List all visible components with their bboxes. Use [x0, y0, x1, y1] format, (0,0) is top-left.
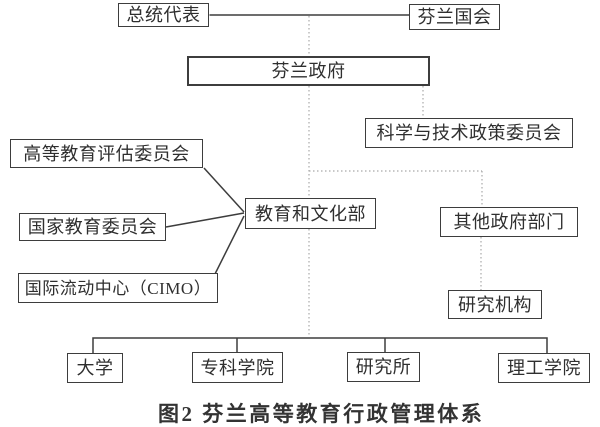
figure-caption: 图2 芬兰高等教育行政管理体系: [158, 402, 485, 426]
node-label: 研究所: [355, 357, 412, 377]
edge-bottom-tree: [92, 337, 548, 353]
node-higher-education-evaluation-committee: 高等教育评估委员会: [10, 139, 203, 168]
node-label: 理工学院: [507, 358, 581, 378]
node-label: 总统代表: [126, 5, 201, 25]
node-international-mobility-center-cimo: 国际流动中心（CIMO）: [18, 273, 218, 303]
node-science-technology-policy-committee: 科学与技术政策委员会: [365, 118, 573, 148]
node-label: 其他政府部门: [453, 212, 565, 232]
node-polytechnic-colleges: 专科学院: [192, 352, 283, 383]
node-label: 研究机构: [458, 294, 532, 315]
node-label: 国际流动中心（CIMO）: [24, 278, 212, 298]
node-universities: 大学: [67, 353, 123, 383]
node-label: 高等教育评估委员会: [23, 143, 190, 164]
node-label: 科学与技术政策委员会: [376, 123, 562, 143]
node-label: 教育和文化部: [255, 203, 366, 224]
node-research-organizations: 研究机构: [448, 290, 542, 319]
node-research-institutes: 研究所: [347, 352, 420, 382]
node-label: 大学: [76, 358, 114, 378]
node-presidential-representative: 总统代表: [118, 3, 209, 27]
node-national-education-committee: 国家教育委员会: [19, 213, 166, 241]
edge-cimo-ministry: [214, 215, 245, 275]
node-finnish-parliament: 芬兰国会: [409, 4, 500, 30]
node-label: 国家教育委员会: [27, 217, 158, 237]
node-label: 芬兰国会: [417, 7, 492, 27]
edge-nationaledu-ministry: [165, 212, 245, 228]
node-other-government-departments: 其他政府部门: [440, 207, 578, 237]
node-label: 专科学院: [200, 357, 275, 378]
node-label: 芬兰政府: [271, 61, 346, 81]
node-finnish-government: 芬兰政府: [187, 56, 430, 86]
node-institutes-of-technology: 理工学院: [498, 353, 590, 383]
edge-evaluation-ministry: [203, 167, 245, 213]
node-ministry-of-education-and-culture: 教育和文化部: [245, 198, 376, 229]
